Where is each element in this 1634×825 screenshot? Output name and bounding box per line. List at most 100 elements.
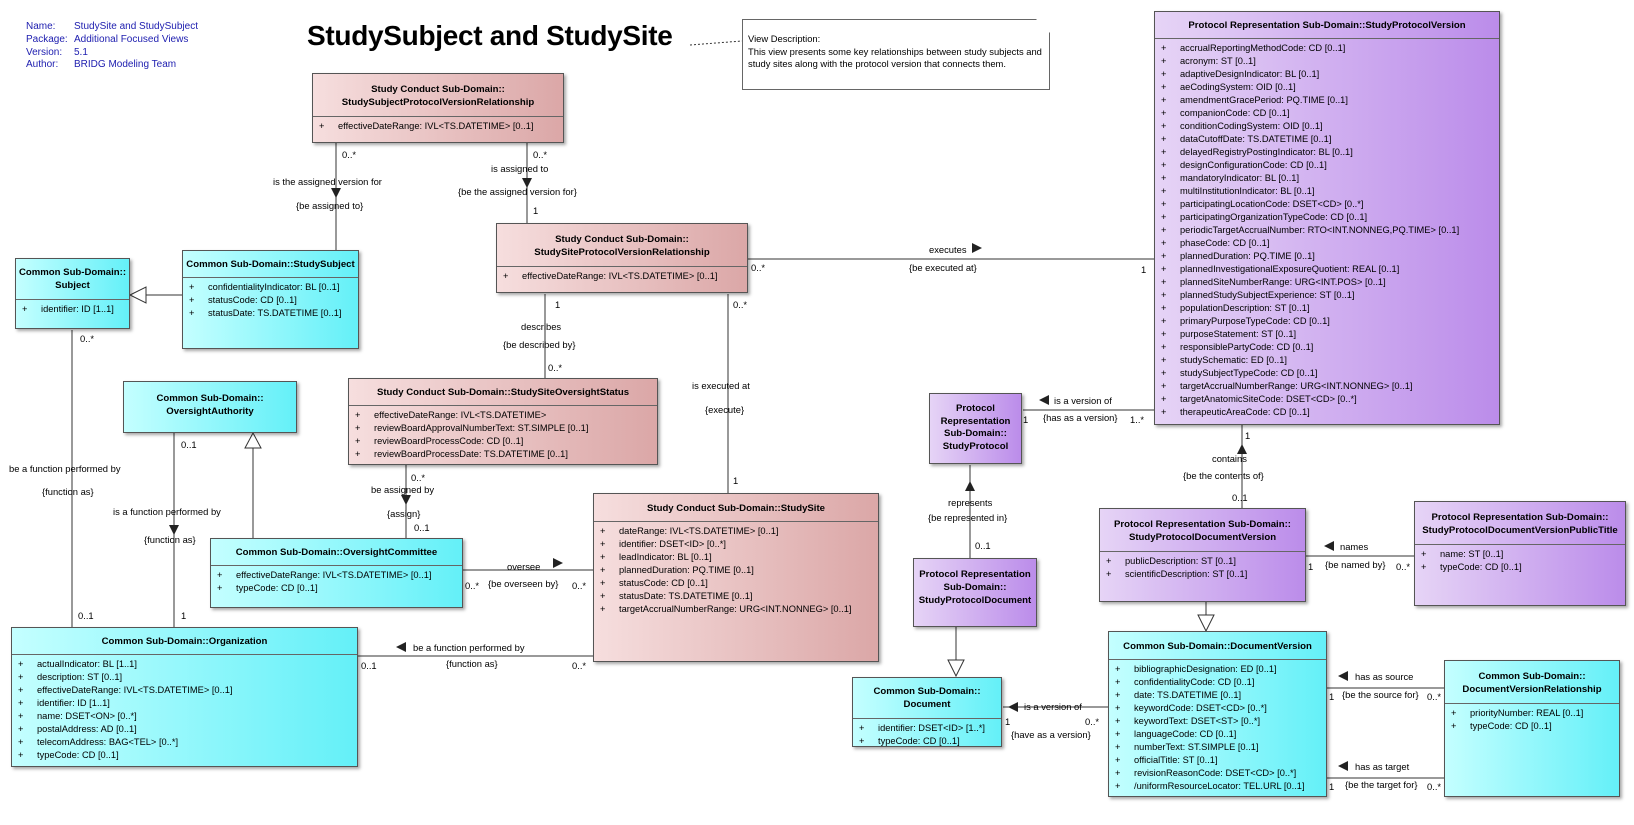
- multiplicity-label: 0..*: [572, 660, 587, 671]
- attribute: typeCode: CD [0..1]: [217, 582, 462, 595]
- class-studysite[interactable]: Study Conduct Sub-Domain::StudySite date…: [593, 493, 879, 662]
- multiplicity-label: 0..*: [411, 472, 426, 483]
- attribute: acronym: ST [0..1]: [1161, 55, 1499, 68]
- class-studyprotocolversion[interactable]: Protocol Representation Sub-Domain::Stud…: [1154, 11, 1500, 425]
- meta-name-label: Name:: [26, 21, 56, 32]
- attribute: dateRange: IVL<TS.DATETIME> [0..1]: [600, 525, 878, 538]
- nav-arrow-4: [401, 495, 411, 505]
- meta-package-value: Additional Focused Views: [74, 33, 189, 45]
- class-document[interactable]: Common Sub-Domain::Document identifier: …: [852, 677, 1002, 747]
- role-label: {be the contents of}: [1183, 470, 1264, 481]
- attribute: targetAnatomicSiteCode: DSET<CD> [0..*]: [1161, 393, 1499, 406]
- attribute: name: ST [0..1]: [1421, 548, 1625, 561]
- attribute: typeCode: CD [0..1]: [1451, 720, 1619, 733]
- nav-arrow-6: [1039, 395, 1049, 405]
- attribute: telecomAddress: BAG<TEL> [0..*]: [18, 736, 357, 749]
- attribute: purposeStatement: ST [0..1]: [1161, 328, 1499, 341]
- class-title-line1: Study Conduct Sub-Domain::StudySiteOvers…: [376, 387, 630, 398]
- class-subject[interactable]: Common Sub-Domain::Subject identifier: I…: [15, 258, 130, 329]
- role-label: is the assigned version for: [273, 176, 382, 187]
- attribute: keywordCode: DSET<CD> [0..*]: [1115, 702, 1326, 715]
- attribute: numberText: ST.SIMPLE [0..1]: [1115, 741, 1326, 754]
- attribute-list: actualIndicator: BL [1..1] description: …: [12, 655, 357, 762]
- attribute: effectiveDateRange: IVL<TS.DATETIME> [0.…: [319, 120, 563, 133]
- multiplicity-label: 1: [1141, 264, 1147, 275]
- attribute: officialTitle: ST [0..1]: [1115, 754, 1326, 767]
- multiplicity-label: 0..1: [361, 660, 377, 671]
- attribute: companionCode: CD [0..1]: [1161, 107, 1499, 120]
- nav-arrow-5: [169, 525, 179, 535]
- class-oversightcommittee[interactable]: Common Sub-Domain::OversightCommittee ef…: [210, 538, 463, 608]
- class-title-line1: Study Conduct Sub-Domain::: [371, 84, 505, 95]
- attribute: typeCode: CD [0..1]: [1421, 561, 1625, 574]
- role-label: {be represented in}: [928, 512, 1008, 523]
- multiplicity-label: 0..*: [733, 299, 748, 310]
- role-label: {function as}: [42, 486, 94, 497]
- multiplicity-label: 0..*: [465, 580, 480, 591]
- gen-arrowhead-docversion: [1197, 614, 1215, 633]
- multiplicity-label: 0..*: [548, 362, 563, 373]
- multiplicity-label: 0..*: [342, 149, 357, 160]
- class-title-line2: StudySiteProtocolVersionRelationship: [534, 247, 710, 258]
- attribute: name: DSET<ON> [0..*]: [18, 710, 357, 723]
- class-title-line1: Study Conduct Sub-Domain::StudySite: [646, 503, 825, 514]
- attribute: primaryPurposeTypeCode: CD [0..1]: [1161, 315, 1499, 328]
- class-studysiteoversightstatus[interactable]: Study Conduct Sub-Domain::StudySiteOvers…: [348, 378, 658, 465]
- class-title-line2: DocumentVersionRelationship: [1462, 684, 1602, 695]
- attribute: participatingLocationCode: DSET<CD> [0..…: [1161, 198, 1499, 211]
- attribute: description: ST [0..1]: [18, 671, 357, 684]
- class-title-line1: Common Sub-Domain::: [873, 686, 981, 697]
- attribute: accrualReportingMethodCode: CD [0..1]: [1161, 42, 1499, 55]
- attribute-list: confidentialityIndicator: BL [0..1] stat…: [183, 278, 358, 320]
- class-documentversionrelationship[interactable]: Common Sub-Domain::DocumentVersionRelati…: [1444, 660, 1620, 797]
- attribute: aeCodingSystem: OID [0..1]: [1161, 81, 1499, 94]
- role-label: {function as}: [446, 658, 498, 669]
- class-title-line1: Protocol Representation Sub-Domain::: [1114, 519, 1291, 530]
- class-title-line1: Common Sub-Domain::DocumentVersion: [1123, 641, 1312, 652]
- attribute: statusDate: TS.DATETIME [0..1]: [600, 590, 878, 603]
- attribute: phaseCode: CD [0..1]: [1161, 237, 1499, 250]
- multiplicity-label: 1: [181, 610, 187, 621]
- attribute: plannedInvestigationalExposureQuotient: …: [1161, 263, 1499, 276]
- role-label: is assigned to: [491, 163, 549, 174]
- attribute: actualIndicator: BL [1..1]: [18, 658, 357, 671]
- role-label: {be the assigned version for}: [458, 186, 577, 197]
- attribute: keywordText: DSET<ST> [0..*]: [1115, 715, 1326, 728]
- class-studyprotocol[interactable]: Protocol Representation Sub-Domain:: Stu…: [929, 393, 1022, 464]
- multiplicity-label: 0..1: [78, 610, 94, 621]
- class-studyprotocoldocumentversion[interactable]: Protocol Representation Sub-Domain::Stud…: [1099, 508, 1306, 602]
- role-label: be assigned by: [371, 484, 435, 495]
- attribute: reviewBoardApprovalNumberText: ST.SIMPLE…: [355, 422, 657, 435]
- role-label: {function as}: [144, 534, 196, 545]
- view-description-note[interactable]: View Description: This view presents som…: [742, 19, 1050, 90]
- attribute-list: identifier: ID [1..1]: [16, 300, 129, 316]
- attribute: statusCode: CD [0..1]: [189, 294, 358, 307]
- class-studyprotocoldocument[interactable]: Protocol Representation Sub-Domain:: Stu…: [913, 558, 1037, 627]
- class-studyprotocoldocumentversionpublictitle[interactable]: Protocol Representation Sub-Domain::Stud…: [1414, 501, 1626, 606]
- attribute-list: publicDescription: ST [0..1] scientificD…: [1100, 552, 1305, 581]
- class-documentversion[interactable]: Common Sub-Domain::DocumentVersion bibli…: [1108, 631, 1327, 797]
- attribute-list: effectiveDateRange: IVL<TS.DATETIME> [0.…: [211, 566, 462, 595]
- class-studysubject[interactable]: Common Sub-Domain::StudySubject confiden…: [182, 250, 359, 349]
- class-studysiteprotocolversionrelationship[interactable]: Study Conduct Sub-Domain::StudySiteProto…: [496, 223, 748, 293]
- multiplicity-label: 1: [533, 205, 539, 216]
- attribute: /uniformResourceLocator: TEL.URL [0..1]: [1115, 780, 1326, 793]
- attribute-list: accrualReportingMethodCode: CD [0..1]acr…: [1155, 39, 1499, 419]
- class-organization[interactable]: Common Sub-Domain::Organization actualIn…: [11, 627, 358, 767]
- attribute: responsiblePartyCode: CD [0..1]: [1161, 341, 1499, 354]
- class-studysubjectprotocolversionrelationship[interactable]: Study Conduct Sub-Domain::StudySubjectPr…: [312, 73, 564, 143]
- diagram-metadata: Name:StudySite and StudySubject Package:…: [26, 21, 198, 72]
- class-title-line1: Common Sub-Domain::: [1478, 671, 1586, 682]
- attribute-list: bibliographicDesignation: ED [0..1] conf…: [1109, 660, 1326, 793]
- multiplicity-label: 0..*: [1396, 561, 1411, 572]
- class-title-line1: Common Sub-Domain::: [156, 393, 264, 404]
- multiplicity-label: 1: [1308, 561, 1314, 572]
- attribute: publicDescription: ST [0..1]: [1106, 555, 1305, 568]
- nav-arrow-8: [965, 481, 975, 491]
- attribute: therapeuticAreaCode: CD [0..1]: [1161, 406, 1499, 419]
- class-title-line3: StudyProtocolDocument: [918, 595, 1032, 606]
- nav-arrow-12: [1338, 671, 1348, 681]
- class-oversightauthority[interactable]: Common Sub-Domain::OversightAuthority: [123, 381, 297, 433]
- attribute: leadIndicator: BL [0..1]: [600, 551, 878, 564]
- role-label: {be executed at}: [909, 262, 977, 273]
